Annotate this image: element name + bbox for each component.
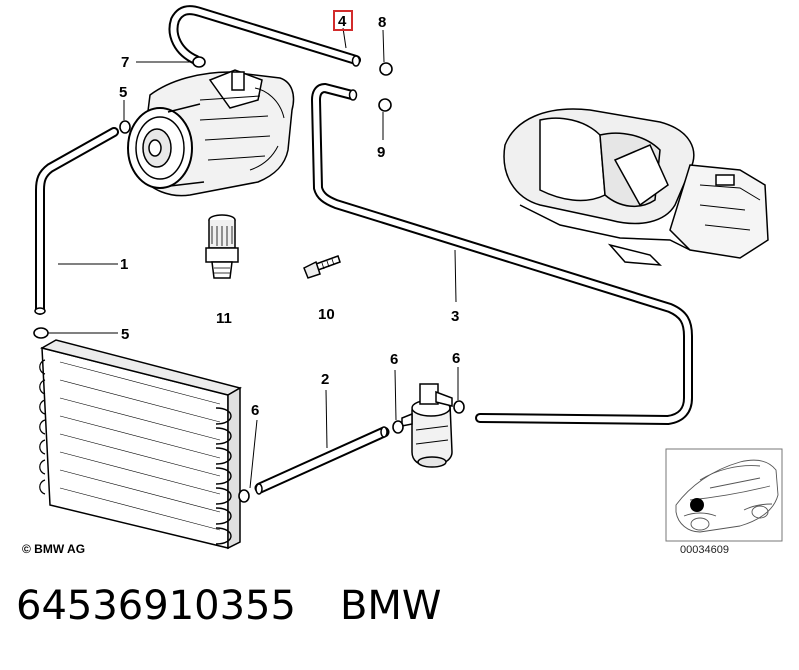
callout-6b: 6 (390, 351, 398, 368)
hose-4 (168, 5, 361, 67)
brand-name: BMW (339, 583, 442, 629)
leader-lines (48, 27, 459, 489)
evaporator-housing (503, 108, 769, 266)
hose-2 (254, 426, 390, 495)
component-location-marker (690, 498, 704, 512)
callout-5a: 5 (119, 84, 127, 101)
reference-number: 00034609 (680, 544, 729, 556)
o-ring-5a (119, 120, 131, 134)
condenser (39, 339, 242, 550)
o-ring-6b (392, 420, 404, 434)
o-ring-7 (192, 56, 206, 68)
parts-diagram: 1 2 3 4 5 5 6 6 6 7 8 9 10 11 © BMW AG 0… (22, 5, 783, 556)
callout-6c: 6 (452, 350, 460, 367)
hose-3 (310, 82, 693, 426)
part-caption: 64536910355 BMW (16, 583, 441, 643)
callout-1: 1 (120, 256, 128, 273)
callout-3: 3 (451, 308, 459, 325)
callout-10: 10 (318, 306, 335, 323)
callout-7: 7 (121, 54, 129, 71)
highlight-box-4 (333, 10, 353, 31)
callout-9: 9 (377, 144, 385, 161)
bolt (303, 255, 341, 279)
o-ring-9 (378, 98, 392, 112)
o-ring-5b (33, 327, 49, 339)
callout-11: 11 (216, 310, 232, 327)
receiver-dryer (401, 383, 453, 468)
car-outline-icon (675, 459, 779, 533)
callout-2: 2 (321, 371, 329, 388)
pressure-switch (205, 214, 239, 279)
callout-4: 4 (338, 13, 347, 30)
o-ring-6c (453, 400, 465, 414)
o-ring-6a (238, 489, 250, 503)
part-number: 64536910355 (16, 583, 296, 629)
callout-5b: 5 (121, 326, 129, 343)
o-ring-8 (379, 62, 393, 76)
car-location-thumbnail: 00034609 (665, 448, 783, 556)
callout-6a: 6 (251, 402, 259, 419)
o-rings (33, 56, 465, 503)
hose-1 (34, 127, 119, 315)
ac-compressor (127, 69, 295, 197)
copyright: © BMW AG (22, 542, 85, 556)
callout-8: 8 (378, 14, 386, 31)
